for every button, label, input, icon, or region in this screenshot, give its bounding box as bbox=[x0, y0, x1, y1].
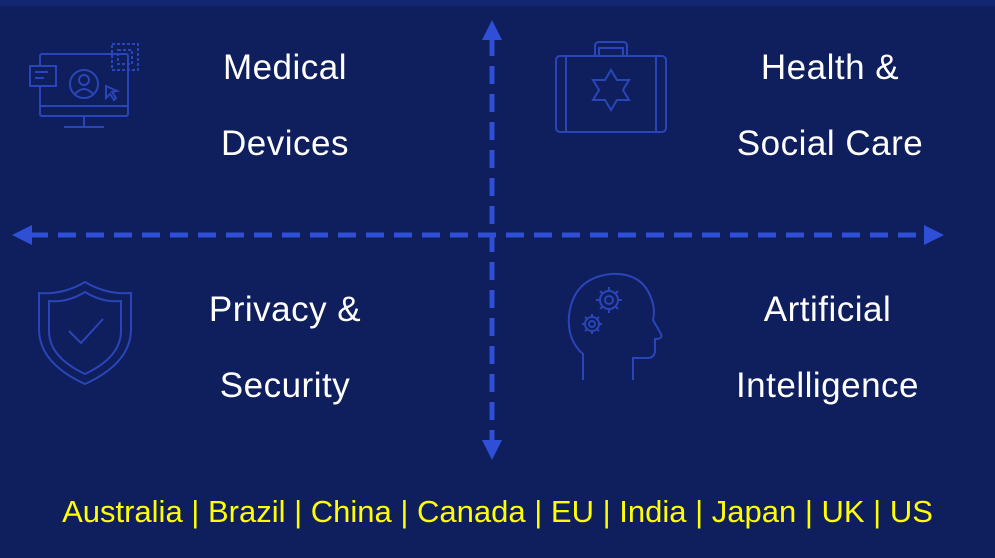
label-line-1: Health & bbox=[760, 48, 900, 87]
label-line-2: Social Care bbox=[736, 124, 924, 163]
down-arrowhead bbox=[482, 440, 502, 460]
vertical-axis bbox=[482, 20, 502, 460]
top-band bbox=[0, 0, 995, 6]
medical-kit-icon bbox=[553, 40, 669, 136]
shield-check-icon bbox=[35, 279, 135, 387]
left-arrowhead bbox=[12, 225, 32, 245]
horizontal-axis bbox=[12, 225, 944, 245]
label-line-1: Privacy & bbox=[208, 290, 362, 329]
label-line-1: Medical bbox=[222, 48, 348, 87]
jurisdictions-list: Australia | Brazil | China | Canada | EU… bbox=[62, 494, 933, 529]
monitor-user-icon bbox=[26, 40, 144, 132]
right-arrowhead bbox=[924, 225, 944, 245]
gear-small bbox=[582, 314, 602, 334]
up-arrowhead bbox=[482, 20, 502, 40]
head-gears-icon bbox=[565, 268, 665, 386]
label-line-2: Security bbox=[219, 366, 351, 405]
quadrant-label-artificial-intelligence: Artificial Intelligence bbox=[705, 292, 950, 403]
label-line-2: Devices bbox=[221, 124, 349, 163]
quadrant-label-privacy-security: Privacy & Security bbox=[180, 292, 390, 403]
quadrant-label-medical-devices: Medical Devices bbox=[190, 50, 380, 161]
label-line-2: Intelligence bbox=[735, 366, 920, 405]
label-line-1: Artificial bbox=[763, 290, 892, 329]
gear-large bbox=[596, 287, 622, 313]
quadrant-label-health-social-care: Health & Social Care bbox=[710, 50, 950, 161]
